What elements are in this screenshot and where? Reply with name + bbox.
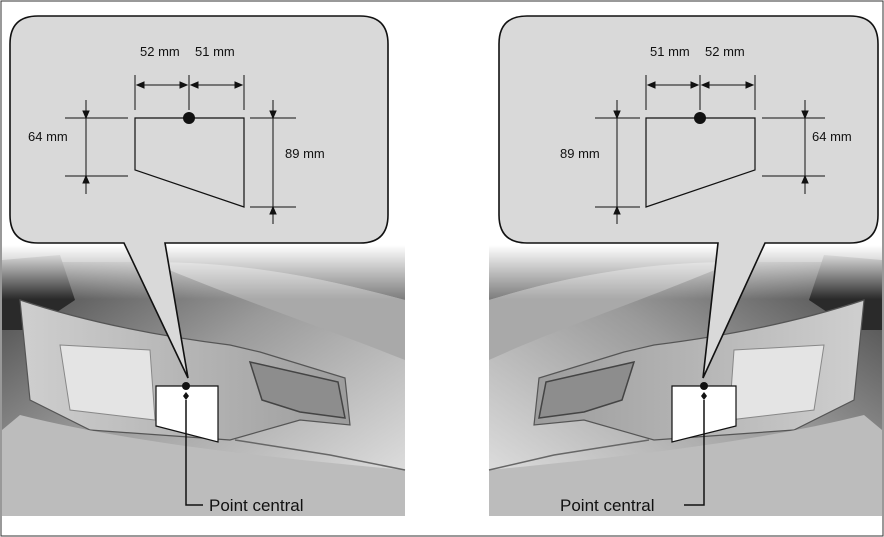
left-center-dot: [183, 112, 195, 124]
left-aim-schematic: [65, 75, 296, 224]
right-dim-top-right: 52 mm: [705, 44, 745, 59]
right-dim-right-side: 64 mm: [812, 129, 852, 144]
left-dim-top-right: 51 mm: [195, 44, 235, 59]
right-point-label: Point central: [560, 496, 655, 515]
left-dim-left-side: 64 mm: [28, 129, 68, 144]
right-dim-left-side: 89 mm: [560, 146, 600, 161]
right-aim-schematic: [595, 75, 825, 224]
left-callout-bubble: [9, 15, 389, 379]
left-dim-top-left: 52 mm: [140, 44, 180, 59]
right-center-dot: [694, 112, 706, 124]
left-dim-right-side: 89 mm: [285, 146, 325, 161]
left-point-label: Point central: [209, 496, 304, 515]
left-center-marker: [155, 382, 219, 506]
right-headlight-photo: [488, 245, 882, 516]
right-dim-top-left: 51 mm: [650, 44, 690, 59]
right-center-marker: [671, 382, 737, 506]
left-headlight-photo: [2, 245, 406, 516]
right-callout-bubble: [498, 15, 879, 379]
